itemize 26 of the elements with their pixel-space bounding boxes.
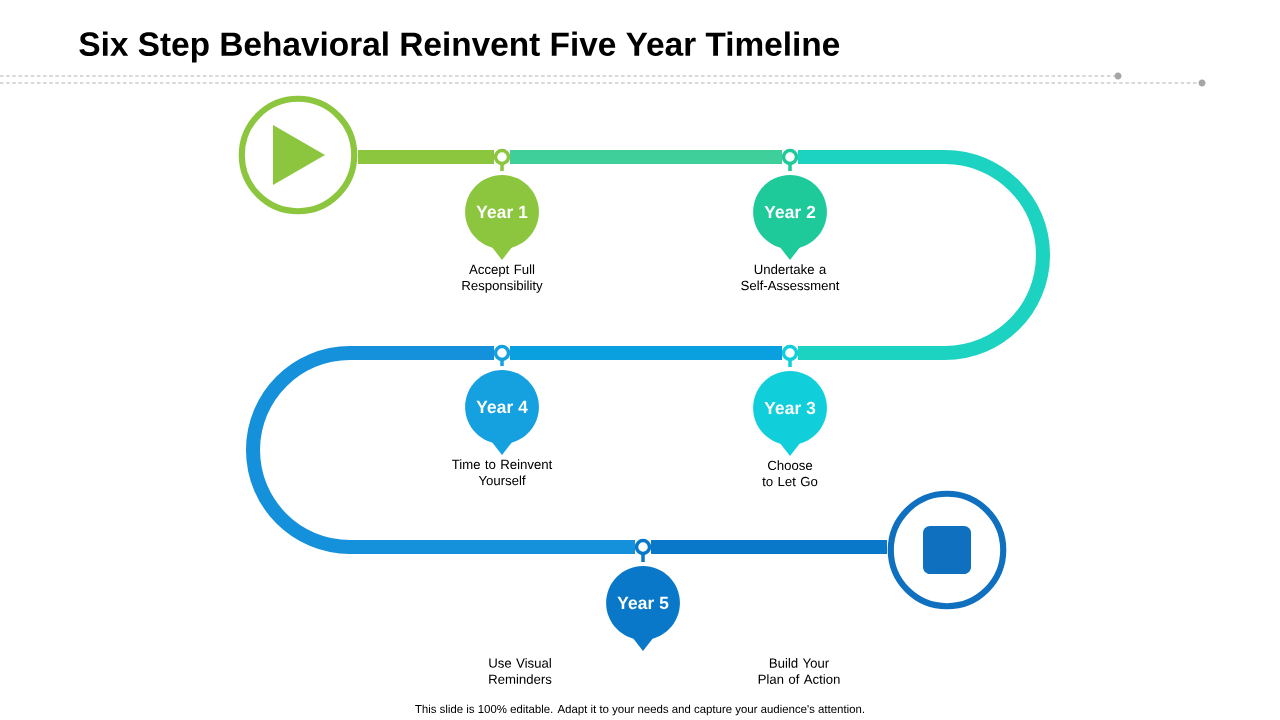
step-description: Build Your Plan of Action xyxy=(758,658,840,684)
timeline-track xyxy=(246,345,635,555)
timeline-track xyxy=(510,345,782,361)
stop-button xyxy=(887,490,1007,610)
node-label: Year 5 xyxy=(617,596,669,610)
node-label: Year 2 xyxy=(764,205,816,219)
node-label: Year 4 xyxy=(476,400,528,414)
step-description: Accept Full Responsibility xyxy=(462,264,543,293)
year-pin: Year 4 xyxy=(461,344,543,455)
year-pin: Year 1 xyxy=(461,148,543,260)
timeline-track xyxy=(510,149,782,165)
timeline-track xyxy=(798,149,1051,361)
step-description: Time to Reinvent Yourself xyxy=(452,459,553,486)
title: Six Step Behavioral Reinvent Five Year Timeline xyxy=(79,31,840,63)
step-description: Use Visual Reminders xyxy=(489,658,552,684)
step-description: Undertake a Self-Assessment xyxy=(741,264,840,291)
timeline-track xyxy=(358,149,494,165)
play-button xyxy=(238,95,358,215)
year-pin: Year 2 xyxy=(749,148,831,260)
year-pin: Year 3 xyxy=(749,344,831,456)
node-label: Year 1 xyxy=(476,205,528,219)
node-label: Year 3 xyxy=(764,401,816,415)
timeline-track xyxy=(651,540,887,555)
year-pin: Year 5 xyxy=(602,538,684,651)
step-description: Choose to Let Go xyxy=(762,460,818,487)
footer-note: This slide is 100% editable. Adapt it to your needs and capture your audience's attention. xyxy=(415,704,864,716)
